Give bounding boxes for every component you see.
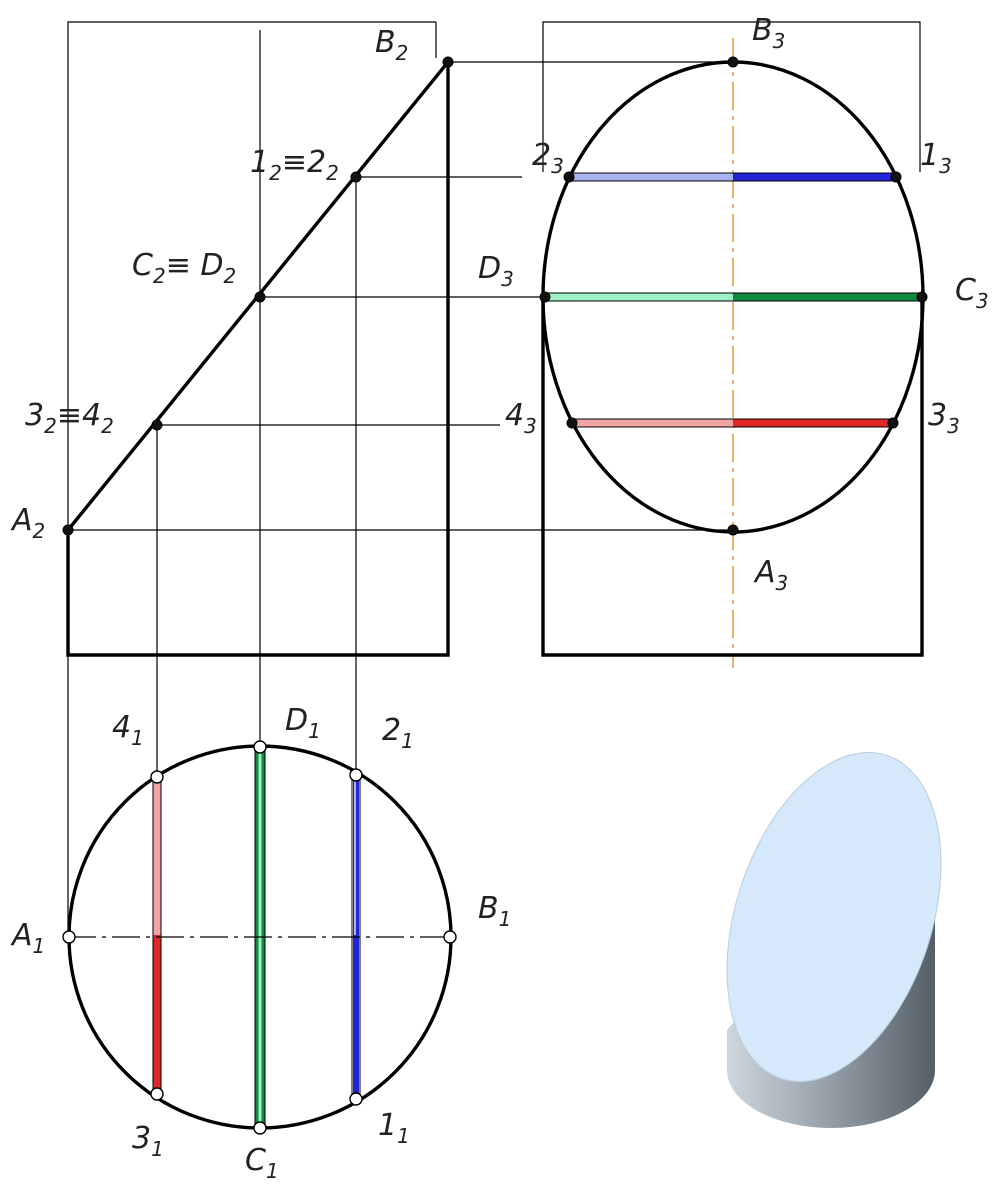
- label-23: 23: [532, 138, 564, 178]
- label-33: 33: [928, 398, 960, 438]
- top-point-b: [443, 930, 457, 944]
- label-d3: D3: [478, 251, 514, 291]
- label-31: 31: [132, 1121, 164, 1161]
- label-34: 32≡42: [25, 398, 114, 438]
- label-12: 12≡22: [250, 145, 339, 185]
- front-point-b: [442, 56, 454, 68]
- front-point-34: [151, 419, 163, 431]
- front-extension-frame: [67, 21, 437, 530]
- label-41: 41: [112, 710, 144, 750]
- top-point-4: [150, 770, 164, 784]
- cylinder-top-face: [726, 752, 942, 1082]
- side-point-2: [563, 171, 575, 183]
- label-11: 11: [378, 1108, 410, 1148]
- label-cd: C2≡ D2: [132, 248, 236, 288]
- label-a2: A2: [10, 503, 45, 543]
- side-view: B3 23 13 D3 C3 43 33 A3: [478, 13, 989, 668]
- top-point-c: [253, 1121, 267, 1135]
- chord-outlines: [545, 172, 922, 428]
- label-b3: B3: [752, 13, 785, 53]
- front-point-a: [62, 524, 74, 536]
- label-a1: A1: [10, 918, 45, 958]
- label-c3: C3: [955, 273, 989, 313]
- label-b2: B2: [375, 25, 408, 65]
- front-point-12: [350, 171, 362, 183]
- label-43: 43: [505, 398, 537, 438]
- side-point-d: [539, 291, 551, 303]
- side-point-a: [727, 524, 739, 536]
- side-point-c: [916, 291, 928, 303]
- side-base: [541, 297, 924, 657]
- label-c1: C1: [245, 1143, 279, 1183]
- side-point-3: [887, 417, 899, 429]
- truncated-cylinder-3d: [726, 752, 942, 1128]
- side-point-1: [890, 171, 902, 183]
- top-point-d: [253, 740, 267, 754]
- top-point-3: [150, 1087, 164, 1101]
- top-view: 41 D1 21 A1 B1 31 C1 11: [10, 703, 511, 1183]
- label-b1: B1: [478, 891, 511, 931]
- front-point-cd: [254, 291, 266, 303]
- label-d1: D1: [285, 703, 321, 743]
- top-point-a: [62, 930, 76, 944]
- label-a3: A3: [753, 555, 788, 595]
- label-21: 21: [382, 713, 414, 753]
- top-point-1: [349, 1092, 363, 1106]
- label-13: 13: [920, 138, 952, 178]
- top-point-2: [349, 768, 363, 782]
- side-extension-frame: [542, 21, 921, 172]
- side-point-4: [566, 417, 578, 429]
- side-point-b: [727, 56, 739, 68]
- front-view: B2 12≡22 C2≡ D2 32≡42 A2: [10, 21, 733, 1130]
- front-outline: [66, 57, 450, 657]
